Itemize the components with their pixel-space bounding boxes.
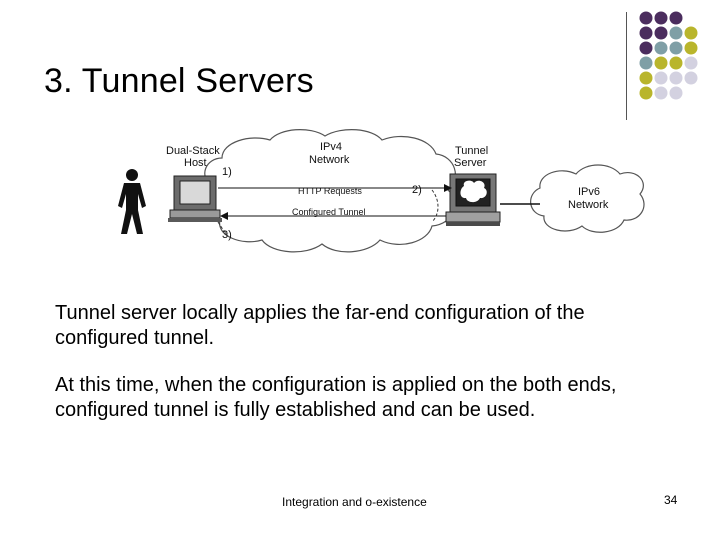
slide-title: 3. Tunnel Servers [44, 62, 314, 100]
decorative-dot [654, 41, 668, 55]
decorative-dot [654, 71, 668, 85]
step-3-dashed-line [217, 221, 229, 235]
decorative-dot [684, 26, 698, 40]
step-3-label: 3) [222, 229, 232, 241]
step-2-label: 2) [412, 184, 422, 196]
decorative-dot [669, 86, 683, 100]
http-requests-arrow [218, 184, 452, 192]
configured-tunnel-label: Configured Tunnel [292, 207, 366, 217]
http-requests-label: HTTP Requests [298, 186, 362, 196]
decorative-dot [639, 71, 653, 85]
decorative-dot [684, 41, 698, 55]
title-divider-line [626, 12, 627, 120]
configured-tunnel-arrow [220, 212, 446, 220]
decorative-dot [639, 41, 653, 55]
decorative-dot [684, 56, 698, 70]
decorative-dot [669, 41, 683, 55]
ipv4-label-line-1: IPv4 [320, 141, 342, 153]
decorative-dot-grid [639, 11, 698, 100]
page-number: 34 [664, 493, 678, 507]
decorative-dot [639, 86, 653, 100]
decorative-dot [654, 26, 668, 40]
ipv6-label-line-1: IPv6 [578, 186, 600, 198]
slide-footer: Integration and o-existence [282, 495, 427, 509]
ipv6-network-cloud [530, 164, 645, 233]
tunnel-server-diagram: Dual-Stack Host IPv4 Network Tunnel Serv… [110, 128, 650, 260]
step-2-dashed-line [431, 189, 439, 223]
decorative-dot [654, 56, 668, 70]
decorative-dot [669, 26, 683, 40]
body-paragraph-1: Tunnel server locally applies the far-en… [55, 302, 585, 349]
user-person-icon [118, 169, 146, 234]
decorative-dot [639, 11, 653, 25]
tunnel-server-computer-icon [445, 173, 501, 226]
decorative-dot [639, 56, 653, 70]
dual-stack-host-computer-icon [168, 175, 222, 222]
body-paragraph-2: At this time, when the configuration is … [55, 374, 617, 421]
ipv6-label-line-2: Network [568, 199, 609, 211]
server-label-line-2: Server [454, 157, 487, 169]
decorative-dot [654, 86, 668, 100]
decorative-dot [684, 71, 698, 85]
decorative-dot [669, 71, 683, 85]
decorative-dot [639, 26, 653, 40]
decorative-dot [669, 56, 683, 70]
host-label-line-2: Host [184, 157, 207, 169]
decorative-dot [669, 11, 683, 25]
ipv4-label-line-2: Network [309, 154, 350, 166]
server-label-line-1: Tunnel [455, 145, 488, 157]
host-label-line-1: Dual-Stack [166, 145, 220, 157]
step-1-label: 1) [222, 166, 232, 178]
decorative-dot [654, 11, 668, 25]
